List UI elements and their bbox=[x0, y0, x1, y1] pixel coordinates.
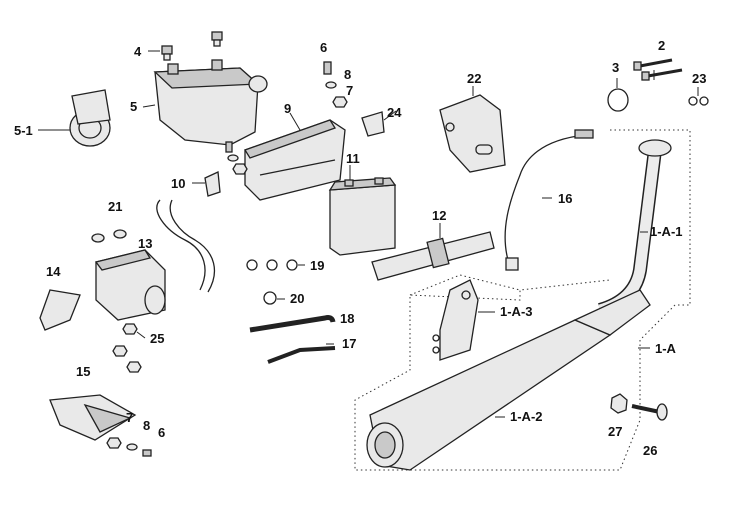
nuts-25 bbox=[112, 323, 142, 373]
nuts-21 bbox=[91, 229, 127, 243]
label-26: 26 bbox=[643, 443, 657, 458]
label-7-bottom: 7 bbox=[126, 410, 133, 425]
fasteners-left bbox=[225, 141, 248, 175]
label-19: 19 bbox=[310, 258, 324, 273]
label-17: 17 bbox=[342, 336, 356, 351]
label-15: 15 bbox=[76, 364, 90, 379]
oxygen-sensor bbox=[504, 129, 594, 271]
label-8-top: 8 bbox=[344, 67, 351, 82]
clip-10 bbox=[204, 171, 221, 197]
canister bbox=[94, 249, 166, 321]
label-18: 18 bbox=[340, 311, 354, 326]
muffler bbox=[366, 289, 651, 471]
bolts-2 bbox=[633, 58, 683, 81]
label-2: 2 bbox=[658, 38, 665, 53]
washers-23 bbox=[688, 96, 709, 106]
nut-27 bbox=[610, 393, 628, 414]
exhaust-group-outline bbox=[354, 129, 691, 471]
label-8-bottom: 8 bbox=[143, 418, 150, 433]
label-6-top: 6 bbox=[320, 40, 327, 55]
battery bbox=[328, 177, 397, 256]
battery-strap bbox=[371, 231, 495, 281]
label-5: 5 bbox=[130, 99, 137, 114]
label-12: 12 bbox=[432, 208, 446, 223]
label-5-1: 5-1 bbox=[14, 123, 33, 138]
label-1-A-1: 1-A-1 bbox=[650, 224, 683, 239]
hose-17 bbox=[267, 346, 336, 364]
fasteners-bottom bbox=[106, 437, 152, 457]
clamps-19 bbox=[246, 259, 298, 271]
label-4: 4 bbox=[134, 44, 142, 59]
label-14: 14 bbox=[46, 264, 61, 279]
o-ring bbox=[607, 88, 629, 112]
bracket-24 bbox=[361, 111, 385, 137]
label-23: 23 bbox=[692, 71, 706, 86]
battery-box bbox=[244, 119, 346, 201]
label-21: 21 bbox=[108, 199, 122, 214]
mounting-plate bbox=[439, 94, 506, 173]
nut-7-top bbox=[332, 96, 348, 108]
label-11: 11 bbox=[346, 151, 360, 166]
label-1-A: 1-A bbox=[655, 341, 677, 356]
muffler-bracket bbox=[432, 279, 479, 361]
intake-hose bbox=[69, 89, 111, 147]
label-9: 9 bbox=[284, 101, 291, 116]
clamp-20 bbox=[263, 291, 277, 305]
label-25: 25 bbox=[150, 331, 164, 346]
bolt-4 bbox=[161, 45, 173, 61]
canister-hoses bbox=[156, 199, 216, 293]
label-20: 20 bbox=[290, 291, 304, 306]
leader-lines bbox=[38, 50, 699, 418]
label-6-bottom: 6 bbox=[158, 425, 165, 440]
hose-18 bbox=[249, 315, 336, 333]
label-24: 24 bbox=[387, 105, 402, 120]
label-10: 10 bbox=[171, 176, 185, 191]
screw-6-top bbox=[323, 61, 332, 75]
canister-bracket bbox=[39, 289, 81, 331]
bolt-top bbox=[211, 31, 223, 47]
bracket-subgroup-outline bbox=[409, 274, 521, 296]
guard-cover bbox=[49, 394, 137, 441]
washer-8-top bbox=[325, 81, 337, 89]
bolt-26 bbox=[631, 403, 668, 421]
label-3: 3 bbox=[612, 60, 619, 75]
label-22: 22 bbox=[467, 71, 481, 86]
label-1-A-3: 1-A-3 bbox=[500, 304, 533, 319]
label-16: 16 bbox=[558, 191, 572, 206]
label-13: 13 bbox=[138, 236, 152, 251]
label-27: 27 bbox=[608, 424, 622, 439]
label-7-top: 7 bbox=[346, 83, 353, 98]
air-cleaner-box bbox=[153, 59, 268, 146]
label-1-A-2: 1-A-2 bbox=[510, 409, 543, 424]
